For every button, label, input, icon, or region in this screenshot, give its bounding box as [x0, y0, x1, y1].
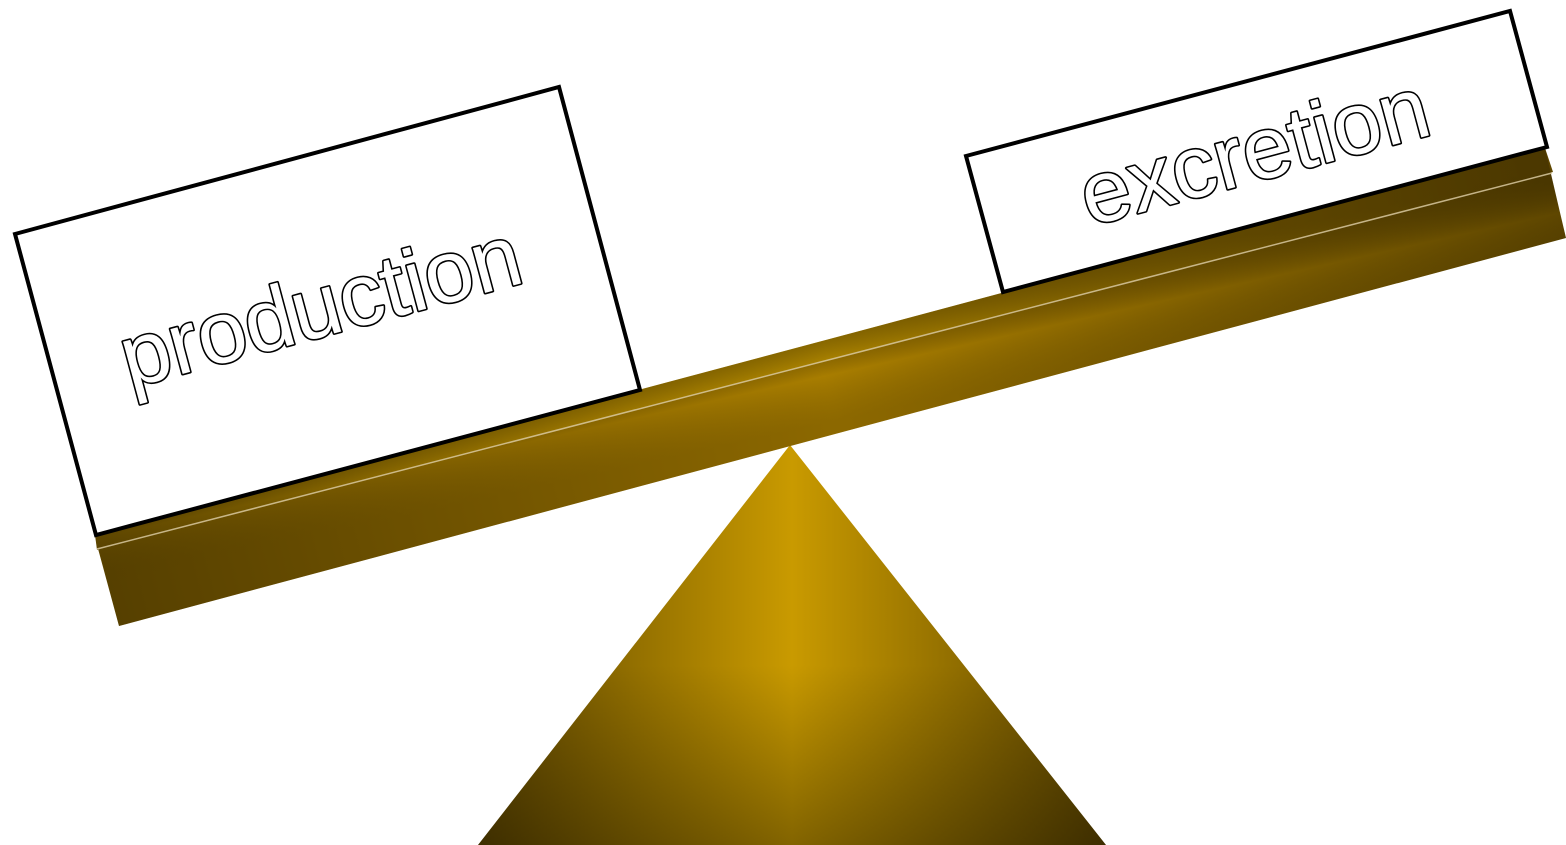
fulcrum [478, 445, 1106, 845]
